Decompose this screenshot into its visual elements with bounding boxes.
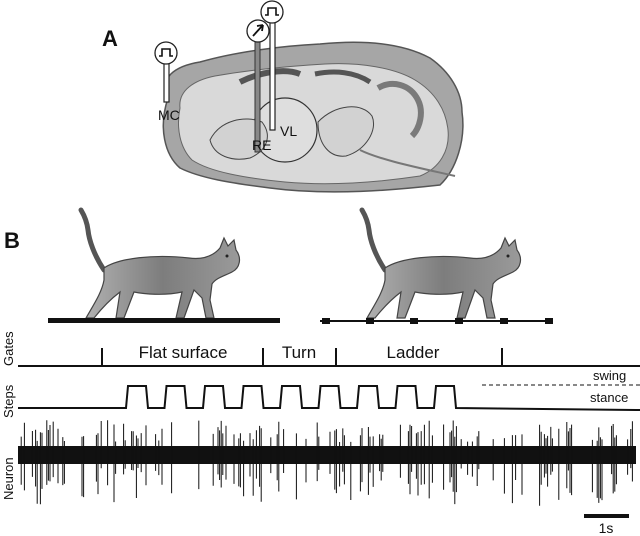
walking-cat-icon [81, 210, 239, 318]
sulcus [314, 69, 372, 85]
swing-label: swing [593, 368, 626, 383]
neuron-row-label: Neuron [1, 457, 16, 500]
arrow-symbol [252, 24, 264, 37]
turn-label: Turn [282, 343, 316, 362]
pulse-symbol [265, 7, 279, 16]
stance-label: stance [590, 390, 628, 405]
pulse-symbol [159, 48, 173, 57]
brainstem-edge [359, 149, 456, 177]
ladder-rungs [322, 318, 553, 324]
step-cycle-line [18, 385, 640, 411]
vl-electrode [260, 0, 284, 131]
recording-electrode-icon [260, 0, 284, 24]
cat-flat-group [48, 210, 280, 323]
flat-surface-floor [48, 318, 280, 323]
ladder-rail [320, 320, 552, 322]
ladder-rung [455, 318, 463, 324]
mc-label: MC [158, 107, 180, 123]
panel-b-label: B [4, 228, 20, 253]
re-label: RE [252, 137, 271, 153]
steps-row-label: Steps [1, 384, 16, 418]
ladder-label: Ladder [387, 343, 440, 362]
scale-bar [584, 514, 629, 518]
sulcus [376, 81, 424, 139]
electrode-shaft [163, 61, 170, 103]
ladder-rung [410, 318, 418, 324]
recording-electrode-icon [154, 41, 178, 65]
midbrain-region [317, 106, 374, 157]
vl-label: VL [280, 123, 297, 139]
ladder-rung [366, 318, 374, 324]
mc-electrode [154, 41, 178, 103]
neuron-spikes [20, 420, 633, 506]
ladder-rung [545, 318, 553, 324]
brain-sagittal-section [162, 41, 464, 193]
panel-a-label: A [102, 26, 118, 51]
electrode-shaft [254, 37, 261, 153]
neuron-baseline-band [18, 446, 636, 464]
ladder-rung [500, 318, 508, 324]
walking-cat-icon [362, 210, 520, 318]
electrode-shaft [269, 19, 276, 131]
gates-row-label: Gates [1, 331, 16, 366]
reticular-region [209, 118, 268, 160]
gates-trace [18, 348, 640, 367]
cat-ladder-group [320, 210, 553, 324]
re-electrode [246, 19, 270, 153]
neuron-trace [18, 420, 636, 506]
steps-trace [18, 384, 640, 411]
ladder-rung [322, 318, 330, 324]
scale-bar-label: 1s [599, 520, 614, 536]
flat-surface-label: Flat surface [139, 343, 228, 362]
